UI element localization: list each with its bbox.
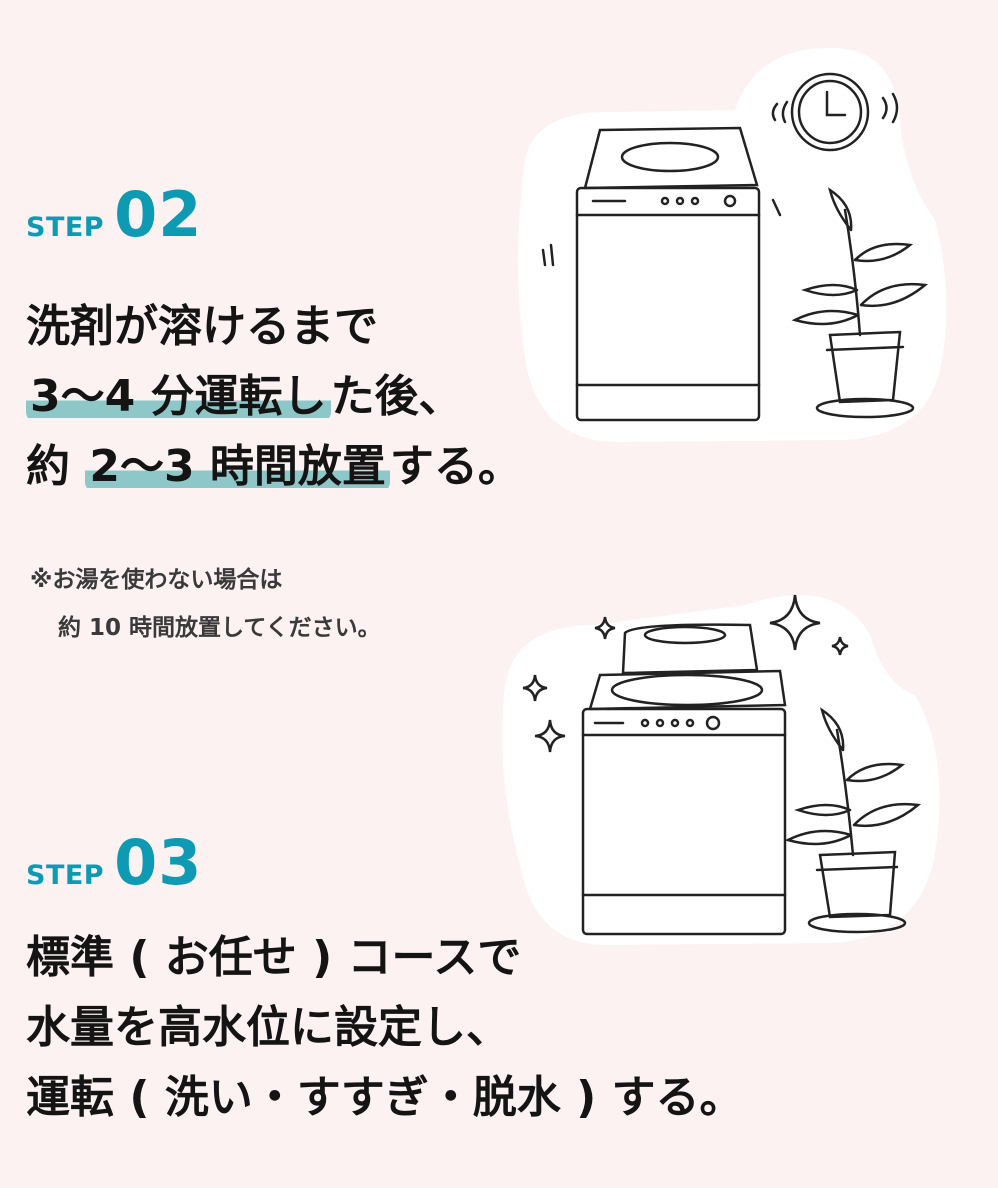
instruction-line-3: 運転 ( 洗い・すすぎ・脱水 ) する。 [26, 1072, 744, 1123]
white-blob [502, 595, 940, 945]
step-label: STEP [26, 212, 105, 243]
plant-icon [791, 187, 929, 419]
instruction-text: た後、 [330, 371, 463, 422]
note: ※お湯を使わない場合は 約 10 時間放置してください。 [30, 556, 381, 652]
step-number: 02 [114, 178, 203, 251]
instruction-line-1: 標準 ( お任せ ) コースで [26, 932, 522, 983]
instruction-line-3: 約 2〜3 時間放置する。 [26, 432, 522, 502]
sparkle-icon [522, 594, 849, 753]
washing-machine-icon [541, 126, 782, 422]
clock-icon [771, 72, 899, 152]
step-03-heading: STEP 03 [26, 826, 202, 899]
washing-machine-clock-illustration [517, 47, 947, 443]
step-03-instructions: 標準 ( お任せ ) コースで 水量を高水位に設定し、 運転 ( 洗い・すすぎ・… [26, 923, 744, 1133]
step-02-heading: STEP 02 [26, 178, 202, 251]
step-label: STEP [26, 860, 105, 891]
instruction-line-1: 洗剤が溶けるまで [26, 301, 378, 352]
instruction-line-2: 水量を高水位に設定し、 [26, 1002, 510, 1053]
highlight-duration: 3〜4 分運転し [26, 371, 331, 422]
white-blob [517, 47, 947, 443]
step-number: 03 [114, 826, 203, 899]
note-line-1: ※お湯を使わない場合は [30, 567, 283, 593]
instruction-text: する。 [389, 441, 522, 492]
plant-icon [784, 707, 922, 934]
instruction-text: 約 [26, 441, 86, 492]
step-02-instructions: 洗剤が溶けるまで 3〜4 分運転した後、 約 2〜3 時間放置する。 [26, 292, 522, 502]
note-line-2: 約 10 時間放置してください。 [58, 615, 381, 641]
instruction-line-2: 3〜4 分運転した後、 [26, 362, 522, 432]
washing-machine-icon [581, 623, 787, 936]
open-washing-machine-illustration [502, 594, 940, 945]
highlight-soak-time: 2〜3 時間放置 [85, 441, 390, 492]
